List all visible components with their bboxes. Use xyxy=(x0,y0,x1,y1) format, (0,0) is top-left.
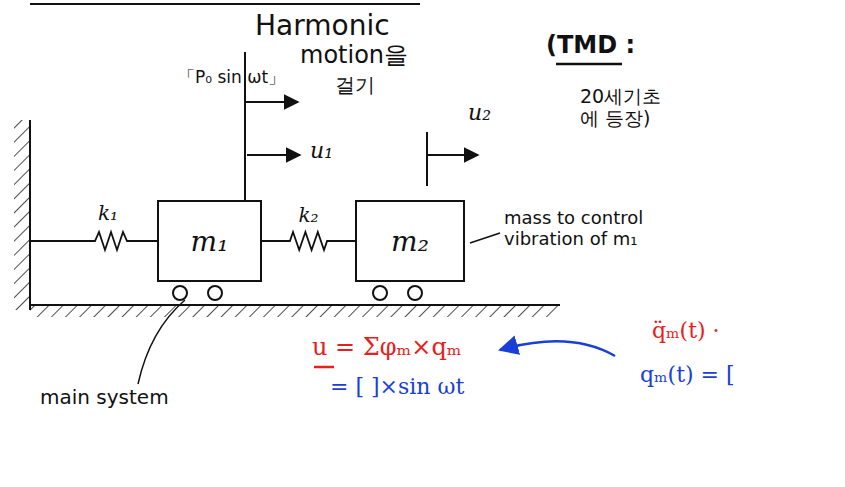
force-arrow xyxy=(245,101,298,103)
leader-line xyxy=(470,233,500,243)
ground-hatch xyxy=(30,305,560,317)
wheel xyxy=(173,286,187,300)
note-text: Harmonic xyxy=(255,10,390,42)
underline xyxy=(556,63,622,66)
top-rule xyxy=(30,3,420,5)
note-text: k₁ xyxy=(98,202,118,225)
wall-hatch xyxy=(14,120,30,310)
note-text: q̈ₘ(t) · xyxy=(652,318,720,343)
blue-arrow xyxy=(500,341,615,356)
displacement-tick xyxy=(426,132,428,186)
leader-line xyxy=(138,300,185,384)
wheel xyxy=(408,286,422,300)
wheel xyxy=(373,286,387,300)
note-text: motion을 xyxy=(300,42,408,70)
mass-label: m₁ xyxy=(191,225,229,258)
note-text: u = Σφₘ×qₘ xyxy=(312,334,462,362)
spring-label: k₂ xyxy=(296,203,320,227)
mass-label: m₂ xyxy=(391,225,429,258)
displacement-arrow xyxy=(427,154,478,156)
note-text: = [ ]×sin ωt xyxy=(330,374,464,399)
fixed-wall xyxy=(29,120,31,310)
red-underline xyxy=(314,366,334,369)
wheel xyxy=(208,286,222,300)
note-text: mass to control vibration of m₁ xyxy=(504,208,694,249)
note-text: u₂ xyxy=(468,100,491,125)
mass-block: m₂ xyxy=(355,200,465,282)
note-text: 「P₀ sin ωt」 xyxy=(178,68,285,88)
mass-block: m₁ xyxy=(157,200,262,282)
displacement-arrow xyxy=(247,154,300,156)
spring-connector xyxy=(262,232,355,250)
note-text: u₁ xyxy=(310,138,333,163)
note-text: (TMD : xyxy=(546,32,635,60)
note-text: qₘ(t) = [ xyxy=(640,362,735,387)
note-text: 걸기 xyxy=(335,74,375,97)
note-text: main system xyxy=(40,386,169,409)
ground-line xyxy=(30,304,560,306)
note-text: 20세기초 에 등장) xyxy=(580,86,676,130)
spring-k1 xyxy=(30,232,157,250)
